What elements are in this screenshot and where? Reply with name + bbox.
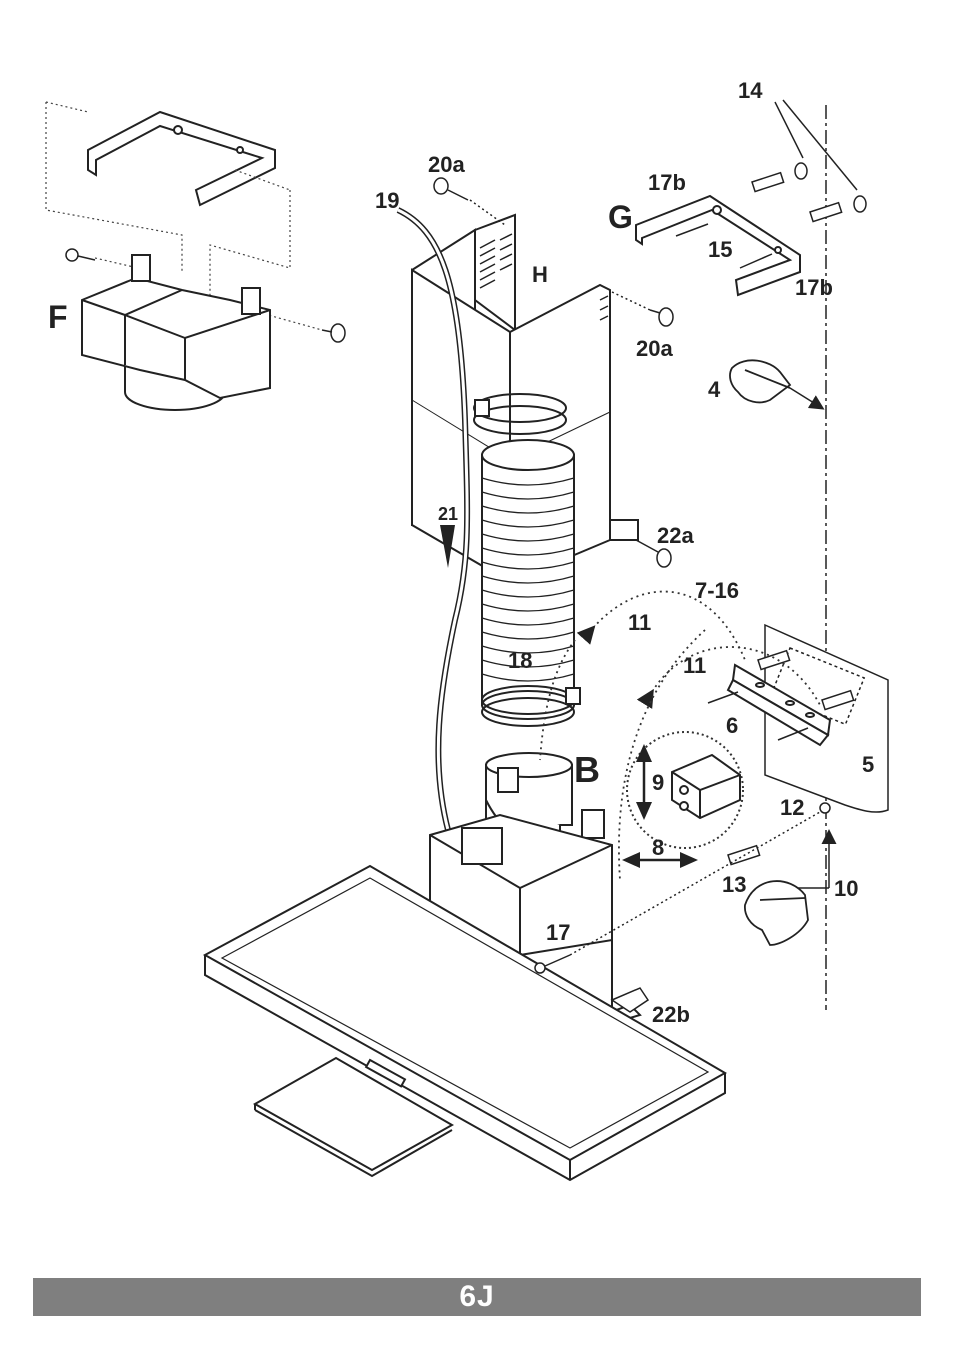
screw-f-left	[65, 248, 96, 262]
screw-22a	[635, 539, 672, 568]
bracket-6	[726, 663, 832, 747]
label-14: 14	[738, 78, 763, 103]
arrow-21	[440, 525, 455, 568]
screw-15	[675, 223, 773, 269]
label-b: B	[574, 749, 600, 790]
holes-14	[774, 99, 867, 213]
label-6: 6	[726, 713, 738, 738]
page-label: 6J	[459, 1280, 495, 1313]
label-20a-top: 20a	[428, 152, 465, 177]
hole-12	[819, 802, 831, 814]
label-15: 15	[708, 237, 732, 262]
label-9: 9	[652, 770, 664, 795]
filter-panel	[252, 1056, 455, 1178]
dotted-arcs-11	[539, 590, 821, 881]
wall-bracket-g	[635, 194, 801, 297]
label-11-a: 11	[628, 610, 651, 635]
label-22a: 22a	[657, 523, 694, 548]
label-20a-right: 20a	[636, 336, 673, 361]
label-h: H	[532, 262, 548, 287]
label-11-b: 11	[683, 653, 706, 678]
label-12: 12	[780, 795, 804, 820]
label-22b: 22b	[652, 1002, 690, 1027]
wall-plugs-17b	[751, 171, 843, 223]
label-g: G	[608, 199, 633, 235]
junction-box	[671, 753, 741, 820]
detail-circle	[626, 731, 744, 849]
screw-f-right	[321, 323, 346, 343]
screws-bracket-6	[707, 691, 809, 741]
label-4: 4	[708, 377, 721, 402]
label-18: 18	[508, 648, 532, 673]
label-17: 17	[546, 920, 570, 945]
hood-canopy	[202, 864, 728, 1182]
label-19: 19	[375, 188, 399, 213]
label-5: 5	[862, 752, 874, 777]
screw-17	[534, 811, 821, 974]
label-17b-top: 17b	[648, 170, 686, 195]
chimney-vents	[479, 233, 609, 321]
label-10: 10	[834, 876, 858, 901]
hand-marking-10	[744, 880, 809, 946]
hose-clamp-top	[473, 393, 567, 435]
label-f: F	[48, 299, 68, 335]
hose-clamp-bottom	[481, 685, 581, 727]
label-17b-bottom: 17b	[795, 275, 833, 300]
label-13: 13	[722, 872, 746, 897]
guide-lines-f	[45, 101, 323, 331]
arrow-4	[789, 387, 825, 410]
part-f-adaptor	[81, 254, 271, 411]
label-7-16: 7-16	[695, 578, 739, 603]
wall-plugs-7-16	[757, 649, 855, 711]
screw-20a-right	[611, 291, 674, 327]
label-8: 8	[652, 835, 664, 860]
duct-ribs	[481, 477, 575, 682]
bracket-22b	[610, 987, 650, 1013]
screw-20a-top	[433, 177, 506, 226]
footer-bar: 6J	[33, 1278, 921, 1316]
hand-marking-4	[729, 359, 792, 404]
bracket-f-top	[87, 110, 276, 207]
label-21: 21	[438, 504, 458, 524]
